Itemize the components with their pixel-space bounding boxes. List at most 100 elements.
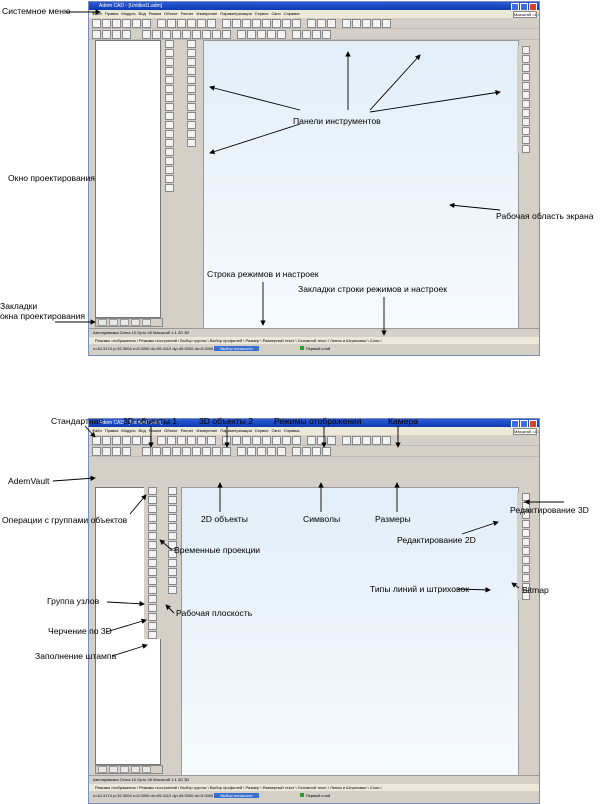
- design-window[interactable]: [95, 40, 161, 318]
- tool-icon[interactable]: [187, 121, 196, 129]
- mode-bar[interactable]: Автопривязка Сетка 10 Орто 45 Масштаб 1:…: [89, 775, 539, 784]
- edit2d-icon[interactable]: [522, 529, 530, 537]
- open-file-icon[interactable]: [102, 18, 111, 28]
- drawing-3d-2-icon[interactable]: [165, 166, 174, 174]
- roughness-icon[interactable]: [257, 29, 266, 39]
- extrude-icon[interactable]: [197, 435, 206, 445]
- shell-icon[interactable]: [252, 435, 261, 445]
- menu-item[interactable]: Расчет: [180, 11, 194, 16]
- line-type-icon[interactable]: [522, 136, 530, 144]
- weld-icon[interactable]: [267, 446, 276, 456]
- tool-icon[interactable]: [168, 532, 177, 540]
- chamfer-icon[interactable]: [272, 18, 281, 28]
- export-icon[interactable]: [142, 18, 151, 28]
- group-move-icon[interactable]: [165, 49, 174, 57]
- roughness-icon[interactable]: [257, 446, 266, 456]
- shaded-icon[interactable]: [307, 18, 316, 28]
- edit2d-icon[interactable]: [522, 82, 530, 90]
- tool-icon[interactable]: [187, 67, 196, 75]
- tool-icon[interactable]: [168, 586, 177, 594]
- vault-sync-icon[interactable]: [122, 29, 131, 39]
- menu-item[interactable]: Объект: [164, 428, 178, 433]
- work-plane-icon[interactable]: [165, 139, 174, 147]
- loft-icon[interactable]: [232, 18, 241, 28]
- layer-name[interactable]: Первый слой: [300, 346, 331, 351]
- arc-icon[interactable]: [172, 29, 181, 39]
- edit3d-icon[interactable]: [522, 127, 530, 135]
- print-icon[interactable]: [122, 435, 131, 445]
- menu-item[interactable]: Сервис: [254, 428, 269, 433]
- design-tab[interactable]: [109, 319, 118, 326]
- print-icon[interactable]: [122, 18, 131, 28]
- vault-icon[interactable]: [92, 446, 101, 456]
- temp-projection-2-icon[interactable]: [165, 103, 174, 111]
- design-tab[interactable]: [142, 319, 151, 326]
- temp-projection-3-icon[interactable]: [165, 112, 174, 120]
- camera-zoom-icon[interactable]: [362, 435, 371, 445]
- camera-fit-icon[interactable]: [372, 18, 381, 28]
- stamp-2-icon[interactable]: [148, 631, 157, 639]
- sweep-icon[interactable]: [242, 435, 251, 445]
- mode-tabs[interactable]: Режимы отображения \ Режимы построений \…: [89, 337, 539, 344]
- polygon-icon[interactable]: [202, 446, 211, 456]
- leader-icon[interactable]: [277, 29, 286, 39]
- spline-icon[interactable]: [192, 29, 201, 39]
- polygon-icon[interactable]: [202, 29, 211, 39]
- camera-fit-icon[interactable]: [372, 435, 381, 445]
- group-scale-icon[interactable]: [148, 532, 157, 540]
- group-delete-icon[interactable]: [165, 67, 174, 75]
- line-icon[interactable]: [142, 29, 151, 39]
- design-tab[interactable]: [109, 766, 118, 773]
- line-type-icon[interactable]: [522, 583, 530, 591]
- menu-item[interactable]: Модуль: [121, 428, 136, 433]
- tool-icon[interactable]: [187, 85, 196, 93]
- temp-projection-icon[interactable]: [148, 541, 157, 549]
- stamp-icon[interactable]: [165, 175, 174, 183]
- edit2d-icon[interactable]: [522, 55, 530, 63]
- group-rotate-icon[interactable]: [148, 523, 157, 531]
- dim-angular-icon[interactable]: [302, 446, 311, 456]
- vault-save-icon[interactable]: [112, 29, 121, 39]
- new-file-icon[interactable]: [92, 435, 101, 445]
- edit2d-icon[interactable]: [522, 511, 530, 519]
- tool-icon[interactable]: [187, 49, 196, 57]
- ellipse-icon[interactable]: [182, 446, 191, 456]
- edit2d-icon[interactable]: [522, 520, 530, 528]
- menu-item[interactable]: Режим: [148, 11, 162, 16]
- menu-item[interactable]: Сервис: [254, 11, 269, 16]
- menu-item[interactable]: Правка: [104, 11, 119, 16]
- shaded-icon[interactable]: [307, 435, 316, 445]
- vault-open-icon[interactable]: [102, 29, 111, 39]
- edit2d-icon[interactable]: [522, 91, 530, 99]
- open-file-icon[interactable]: [102, 435, 111, 445]
- tool-icon[interactable]: [168, 514, 177, 522]
- polyline-icon[interactable]: [212, 29, 221, 39]
- design-tab[interactable]: [131, 319, 140, 326]
- extrude-icon[interactable]: [197, 18, 206, 28]
- camera-pan-icon[interactable]: [352, 435, 361, 445]
- design-tab[interactable]: [98, 319, 107, 326]
- mirror-icon[interactable]: [292, 18, 301, 28]
- tool-icon[interactable]: [168, 505, 177, 513]
- design-tab[interactable]: [142, 766, 151, 773]
- symbol-icon[interactable]: [247, 446, 256, 456]
- bitmap-icon[interactable]: [522, 592, 530, 600]
- leader-icon[interactable]: [277, 446, 286, 456]
- menu-item[interactable]: Объект: [164, 11, 178, 16]
- dim-radial-icon[interactable]: [312, 29, 321, 39]
- edit2d-icon[interactable]: [522, 556, 530, 564]
- hidden-lines-icon[interactable]: [327, 18, 336, 28]
- dim-radial-icon[interactable]: [312, 446, 321, 456]
- solid-cylinder-icon[interactable]: [167, 435, 176, 445]
- tool-icon[interactable]: [187, 76, 196, 84]
- group-select-icon[interactable]: [148, 487, 157, 495]
- tool-icon[interactable]: [168, 568, 177, 576]
- mirror-icon[interactable]: [292, 435, 301, 445]
- vault-open-icon[interactable]: [102, 446, 111, 456]
- design-tab[interactable]: [98, 766, 107, 773]
- hidden-lines-icon[interactable]: [327, 435, 336, 445]
- temp-projection-3-icon[interactable]: [148, 559, 157, 567]
- group-delete-icon[interactable]: [148, 514, 157, 522]
- scale-combo[interactable]: Масштаб =1:1: [513, 11, 539, 18]
- save-icon[interactable]: [112, 435, 121, 445]
